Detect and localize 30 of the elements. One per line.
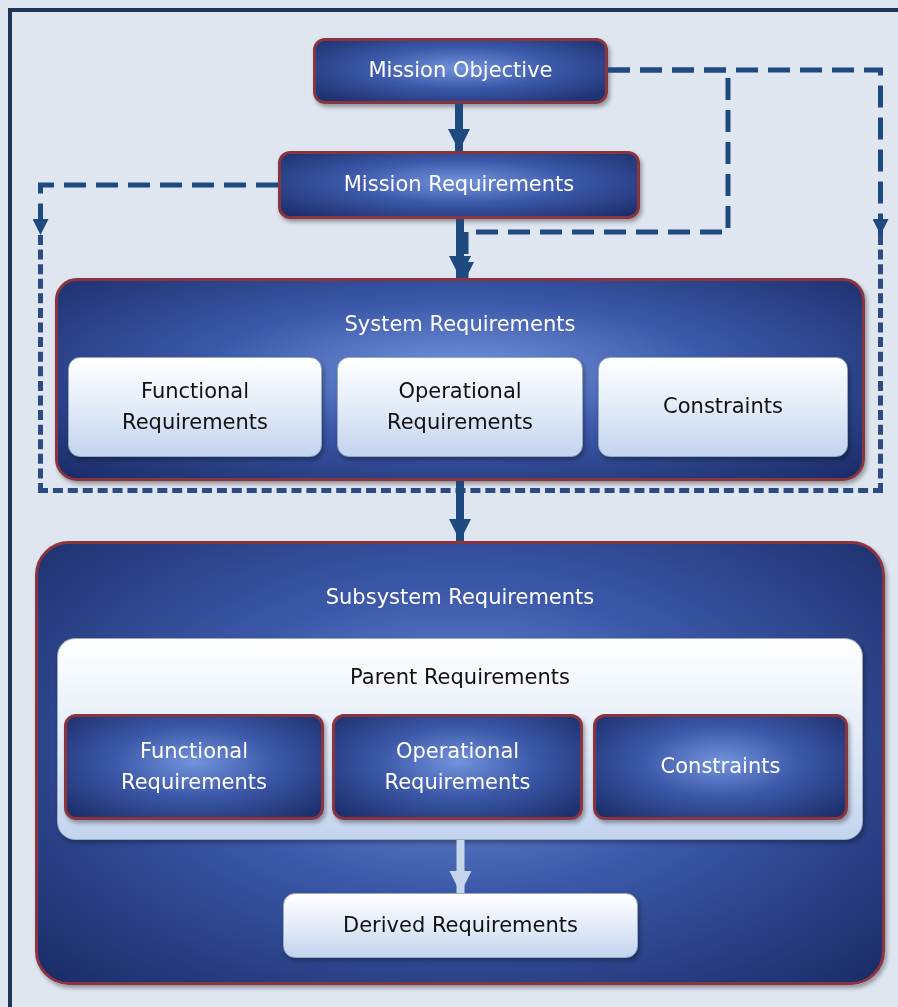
requirement-box [57, 638, 863, 840]
requirement-box [337, 357, 583, 457]
requirement-box [68, 357, 322, 457]
arrow [448, 219, 472, 278]
arrow [448, 481, 472, 541]
node-label: Constraints [660, 753, 781, 781]
node-label: Constraints [663, 393, 783, 421]
node-label: Functional Requirements [121, 377, 269, 436]
requirement-box [313, 38, 608, 104]
requirement-box [64, 714, 324, 820]
node-label: Parent Requirements [350, 665, 570, 689]
requirement-box [593, 714, 848, 820]
node-label: Functional Requirements [120, 737, 268, 796]
node-label: Operational Requirements [383, 737, 532, 796]
node-label: Derived Requirements [343, 911, 578, 939]
requirement-box [598, 357, 848, 457]
requirement-box [278, 151, 640, 219]
requirement-box [35, 541, 885, 985]
arrow [449, 840, 472, 893]
node-label: System Requirements [344, 312, 576, 336]
requirement-box [55, 278, 865, 481]
dashed-boundary [38, 235, 883, 493]
requirement-box [332, 714, 583, 820]
dashed-arrow [32, 182, 278, 235]
node-label: Operational Requirements [386, 377, 534, 436]
node-label: Mission Requirements [343, 171, 575, 199]
node-label: Mission Objective [368, 57, 553, 85]
requirement-box [283, 893, 638, 958]
arrow [447, 104, 471, 151]
node-label: Subsystem Requirements [325, 585, 595, 609]
